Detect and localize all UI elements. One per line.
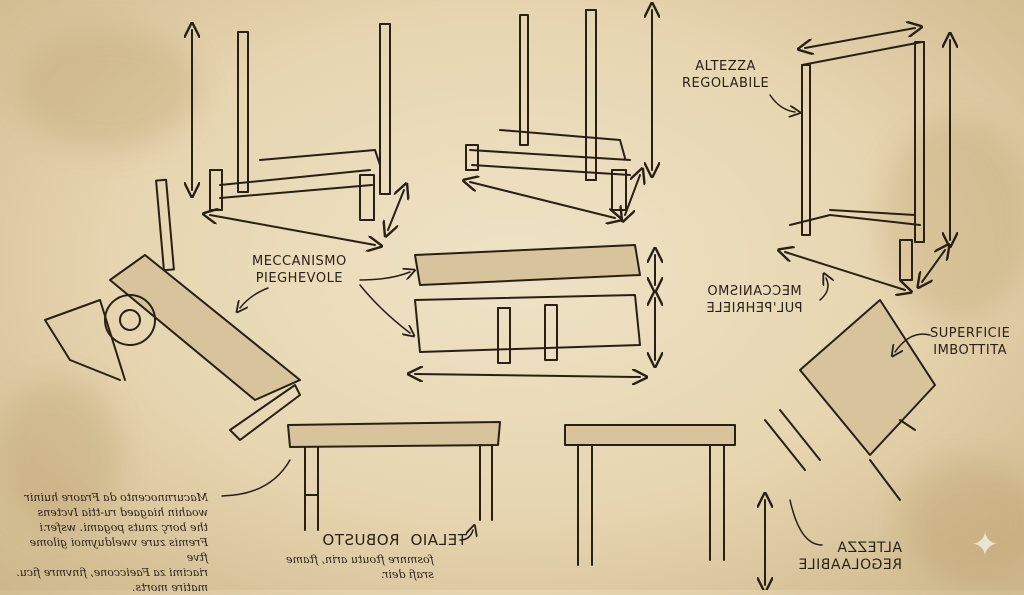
sparkle-icon: ✦ — [970, 525, 1000, 565]
label-leaders — [221, 94, 931, 546]
label-line: REGOLABILE — [682, 76, 770, 91]
adjustable-height-label-bottom: ALTEZZA REGOLAABILE — [798, 540, 902, 574]
label-line: ALTEZZA — [836, 540, 902, 556]
pulley-mechanism-label: MECCANISMO PUL'PEHRIELE — [706, 283, 803, 317]
label-line: MECCANISMO — [252, 254, 347, 269]
note-line: matire morts. — [131, 581, 208, 594]
label-line: PIEGHEVOLE — [255, 271, 344, 286]
label-line: IMBOTTITA — [933, 343, 1008, 358]
pullup-rack-sketch — [785, 28, 950, 290]
label-line: PUL'PEHRIELE — [706, 301, 803, 316]
note-line: Fremis zure vwelduymoi gilome ftve — [29, 536, 208, 564]
squat-rack-sketch-1 — [192, 24, 404, 245]
flat-bench-sketch-2 — [564, 424, 765, 585]
label-line: MECCANISMO — [706, 284, 802, 299]
folded-bench-top-view — [415, 244, 655, 377]
sturdy-frame-label: TELAIO ROBUSTO — [322, 531, 467, 549]
incline-bench-sketch — [44, 178, 301, 441]
mechanism-description-note: Macurnnocento da Fraore huinir woahin hi… — [8, 490, 208, 595]
flat-bench-sketch-1 — [287, 421, 501, 531]
adjustable-height-label-top: ALTEZZA REGOLABILE — [682, 58, 769, 92]
padded-surface-label: SUPERFICIE IMBOTTITA — [930, 325, 1010, 359]
label-line: SUPERFICIE — [930, 326, 1011, 341]
squat-rack-sketch-2 — [466, 10, 652, 218]
label-line: REGOLAABILE — [798, 557, 902, 573]
note-line: fosmnre ftoutu arin, ftame — [286, 553, 434, 566]
note-line: riacimi za Faeiccone, finvmre ficu. — [16, 566, 208, 579]
note-line: woahin hiagaed ru-ttia Ivctens — [37, 506, 208, 519]
note-line: Macurnnocento da Fraore huinir — [24, 491, 208, 504]
decline-bench-sketch — [764, 299, 936, 501]
note-line: srafi deir. — [380, 568, 434, 581]
label-line: ALTEZZA — [695, 59, 756, 74]
note-line: the borç znuts pogami. wsfer.i — [39, 521, 208, 534]
folding-mechanism-label: MECCANISMO PIEGHEVOLE — [252, 253, 347, 287]
sturdy-frame-note: fosmnre ftoutu arin, ftame srafi deir. — [286, 552, 434, 582]
